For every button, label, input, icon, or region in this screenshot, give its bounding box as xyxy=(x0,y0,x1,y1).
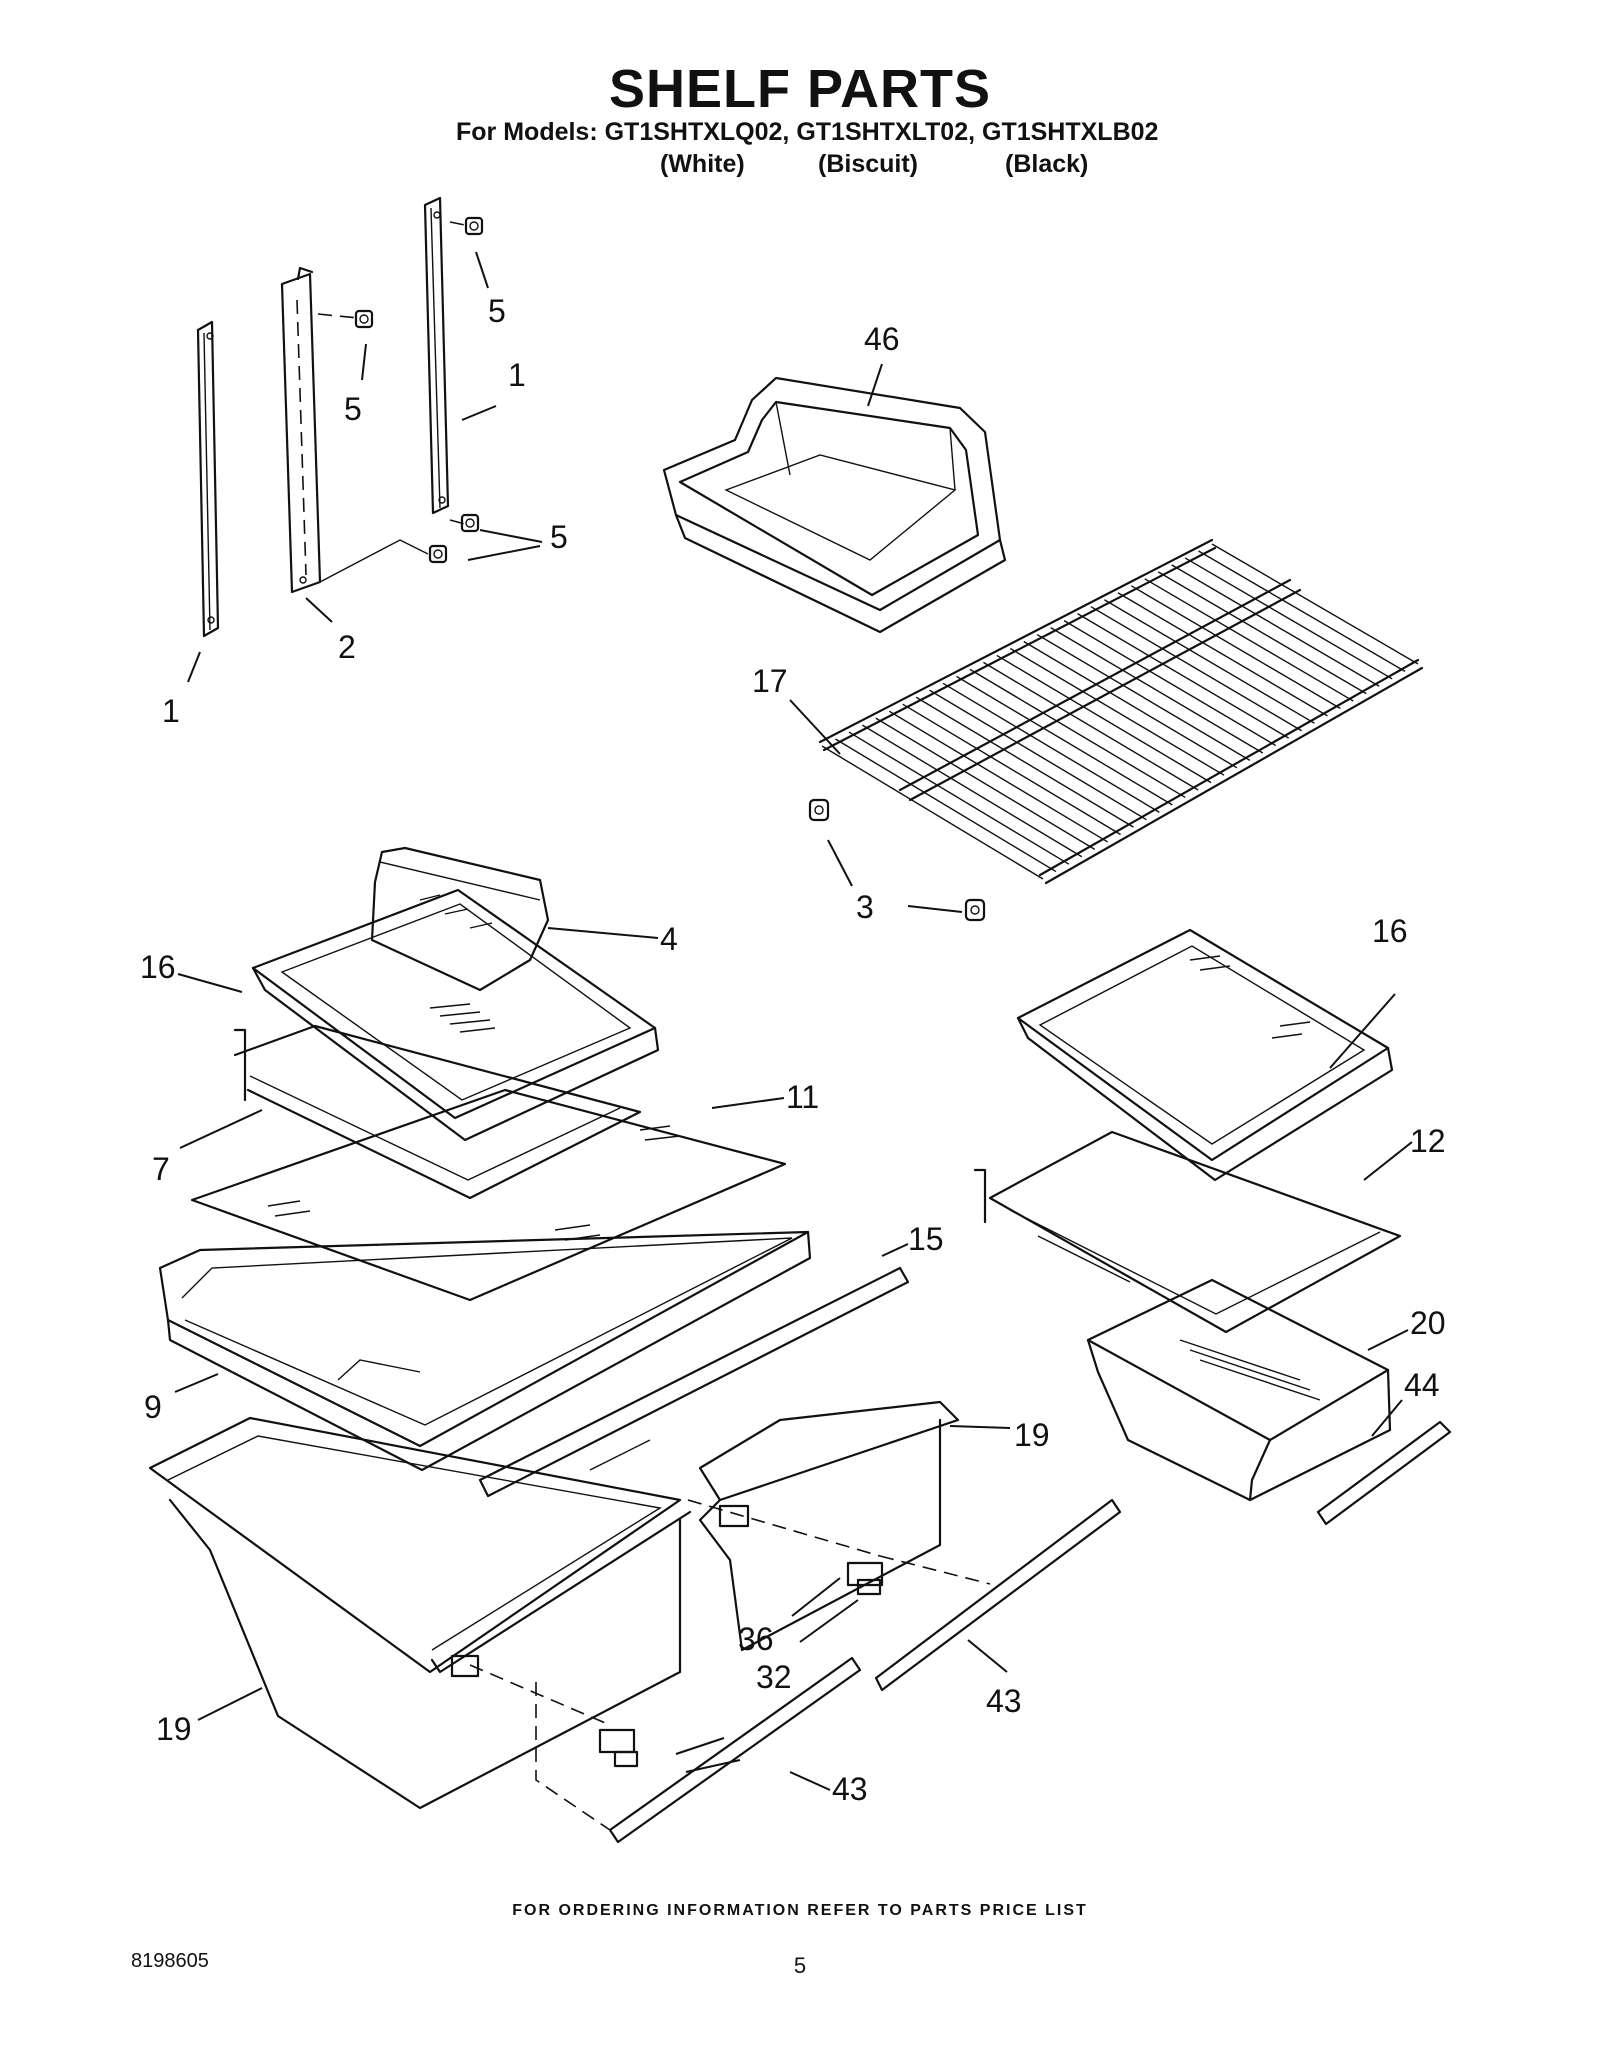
page-title: SHELF PARTS xyxy=(608,59,991,119)
callout-20: 20 xyxy=(1410,1305,1446,1341)
callout-5-top: 5 xyxy=(488,293,506,329)
callout-43-right: 43 xyxy=(986,1683,1022,1719)
callout-1-left: 1 xyxy=(162,693,180,729)
callout-19-left: 19 xyxy=(156,1711,192,1747)
handle-rails xyxy=(608,1498,1122,1844)
callout-32: 32 xyxy=(756,1659,792,1695)
wire-rung xyxy=(969,668,1186,799)
screws xyxy=(317,216,484,583)
wire-rung xyxy=(1198,550,1406,673)
drawer-trim-strip xyxy=(1316,1420,1452,1526)
callout-44: 44 xyxy=(1404,1367,1440,1403)
callout-12: 12 xyxy=(1410,1123,1446,1159)
wire-rung xyxy=(1171,564,1380,687)
wire-rung xyxy=(1063,620,1277,747)
variant-biscuit: (Biscuit) xyxy=(818,150,918,178)
leader-lines xyxy=(174,251,1413,1791)
wire-rung xyxy=(1184,557,1393,680)
callout-7: 7 xyxy=(152,1151,170,1187)
callout-16-left: 16 xyxy=(140,949,176,985)
callout-16-right: 16 xyxy=(1372,913,1408,949)
shelf-frame-left xyxy=(233,1024,642,1200)
callout-46: 46 xyxy=(864,321,900,357)
wire-rung xyxy=(1050,626,1264,754)
wire-rung xyxy=(1104,599,1315,724)
wire-rung xyxy=(1117,592,1328,717)
callout-5-center: 5 xyxy=(344,391,362,427)
callout-17: 17 xyxy=(752,663,788,699)
variant-black: (Black) xyxy=(1005,150,1089,178)
deli-drawer xyxy=(662,376,1007,634)
callout-4: 4 xyxy=(660,921,678,957)
wire-rung xyxy=(983,661,1199,791)
wire-rung xyxy=(1077,613,1290,739)
callout-5-bottom: 5 xyxy=(550,519,568,555)
left-glass-shelf-assembly xyxy=(251,846,660,1142)
wire-rung xyxy=(875,717,1096,850)
crisper-drawer-right xyxy=(589,1400,960,1652)
wire-rung xyxy=(1023,640,1238,769)
document-number: 8198605 xyxy=(131,1950,209,1972)
wire-rung xyxy=(1036,633,1251,761)
callout-9: 9 xyxy=(144,1389,162,1425)
wire-rung xyxy=(902,703,1121,836)
wire-rung xyxy=(929,689,1147,821)
shelf-rail-center xyxy=(280,266,322,594)
divider-strip xyxy=(478,1266,910,1498)
wire-rung xyxy=(996,654,1212,784)
wire-rung xyxy=(942,682,1160,813)
wire-shelf xyxy=(818,538,1424,885)
wire-rung xyxy=(835,738,1057,873)
shelf-frame-right xyxy=(973,1130,1402,1334)
crisper-cover-frame xyxy=(158,1230,812,1472)
glass-plate xyxy=(190,1088,787,1302)
callout-1-right: 1 xyxy=(508,357,526,393)
right-glass-shelf xyxy=(1016,928,1394,1182)
callout-19-right: 19 xyxy=(1014,1417,1050,1453)
wire-rung xyxy=(1130,585,1341,710)
page-number: 5 xyxy=(793,1953,807,1978)
crisper-drawer-left xyxy=(148,1416,692,1810)
models-line: For Models: GT1SHTXLQ02, GT1SHTXLT02, GT… xyxy=(456,118,1159,146)
variant-white: (White) xyxy=(660,150,745,178)
wire-rung xyxy=(821,745,1044,880)
shelf-rail-right xyxy=(423,196,450,515)
callout-43-left: 43 xyxy=(832,1771,868,1807)
callout-11: 11 xyxy=(786,1079,819,1115)
glass-highlights xyxy=(429,1003,496,1033)
alignment-lines xyxy=(469,1499,991,1831)
small-drawer xyxy=(1086,1278,1392,1502)
wire-rung xyxy=(1157,571,1367,695)
shelf-supports xyxy=(808,798,986,922)
shelf-rail-left xyxy=(196,320,220,638)
callout-2: 2 xyxy=(338,629,356,665)
wire-rung xyxy=(915,696,1134,828)
wire-rung xyxy=(1211,543,1419,665)
callout-3-alt: 3 xyxy=(856,889,874,925)
ordering-note: FOR ORDERING INFORMATION REFER TO PARTS … xyxy=(512,1902,1088,1919)
wire-rung xyxy=(1009,647,1225,776)
wire-rung xyxy=(848,731,1070,865)
wire-rung xyxy=(861,724,1083,858)
drawer-fittings xyxy=(598,1561,884,1768)
callout-labels: 5 46 5 1 5 2 1 17 3 3 4 16 16 11 7 12 15… xyxy=(140,293,1446,1807)
callout-15: 15 xyxy=(908,1221,944,1257)
wire-rung xyxy=(956,675,1173,806)
wire-rung xyxy=(1144,578,1354,702)
wire-rung xyxy=(1090,606,1302,732)
wire-rung xyxy=(888,710,1109,843)
callout-36: 36 xyxy=(738,1621,774,1657)
